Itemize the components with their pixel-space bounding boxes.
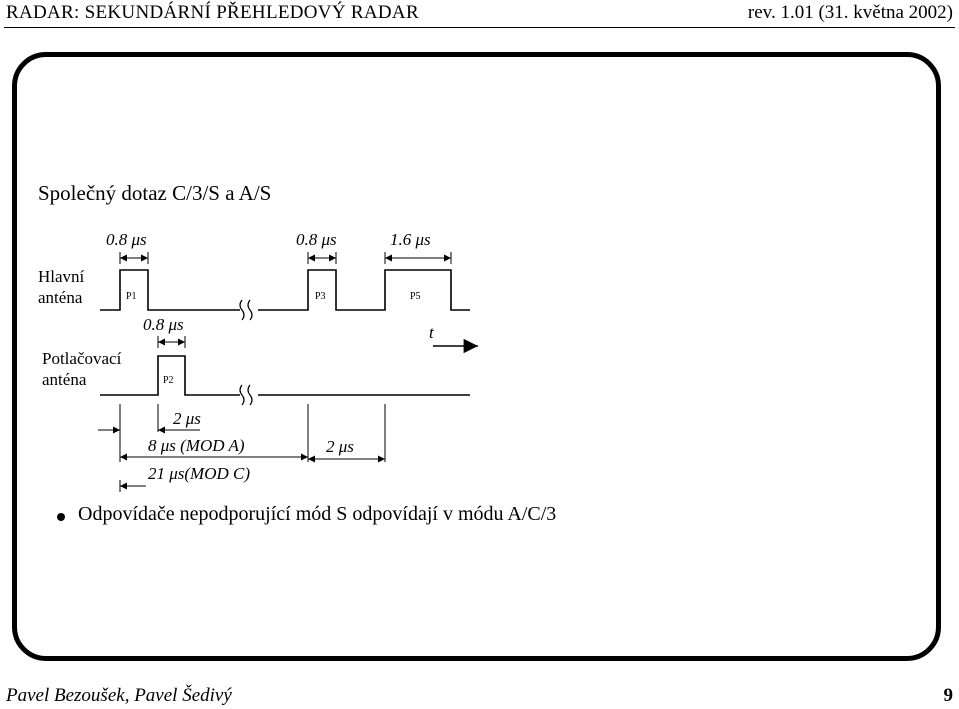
slide-frame — [12, 52, 941, 661]
p1-width-label: 0.8 μs — [106, 230, 147, 249]
pulse-p5-label: P5 — [410, 291, 421, 302]
footer-authors: Pavel Bezoušek, Pavel Šedivý — [6, 685, 232, 706]
slide-title: Společný dotaz C/3/S a A/S — [38, 181, 272, 205]
header-rule — [4, 27, 955, 28]
p5-width-label: 1.6 μs — [390, 230, 431, 249]
main-antenna-signal — [100, 269, 240, 311]
mode-a-label: 8 μs (MOD A) — [148, 436, 245, 455]
p3-width-label: 0.8 μs — [296, 230, 337, 249]
page-number: 9 — [943, 685, 954, 706]
bullet-text: Odpovídače nepodporující mód S odpovídaj… — [78, 503, 557, 525]
suppression-break-mark — [239, 384, 253, 406]
p1-p2-gap-label: 2 μs — [173, 409, 201, 428]
p2-width-label: 0.8 μs — [143, 315, 184, 334]
main-antenna-label: Hlavní anténa — [38, 266, 84, 308]
suppression-antenna-signal — [100, 355, 240, 396]
pulse-p1-label: P1 — [126, 291, 137, 302]
pulse-p2-label: P2 — [163, 375, 174, 386]
pulse-p3-label: P3 — [315, 291, 326, 302]
suppression-antenna-label-line2: anténa — [42, 370, 87, 389]
time-axis-label: t — [429, 323, 434, 342]
main-antenna-label-line1: Hlavní — [38, 267, 85, 286]
header-title: RADAR: SEKUNDÁRNÍ PŘEHLEDOVÝ RADAR — [6, 2, 419, 23]
p3-p5-gap-label: 2 μs — [326, 437, 354, 456]
suppression-antenna-label: Potlačovací anténa — [42, 348, 121, 390]
mode-c-label: 21 μs(MOD C) — [148, 464, 251, 483]
main-break-mark — [239, 299, 253, 321]
header-revision: rev. 1.01 (31. května 2002) — [747, 2, 953, 23]
suppression-antenna-label-line1: Potlačovací — [42, 349, 122, 368]
main-antenna-label-line2: anténa — [38, 288, 83, 307]
main-antenna-signal-continued — [258, 269, 470, 311]
bullet-icon — [57, 513, 65, 521]
